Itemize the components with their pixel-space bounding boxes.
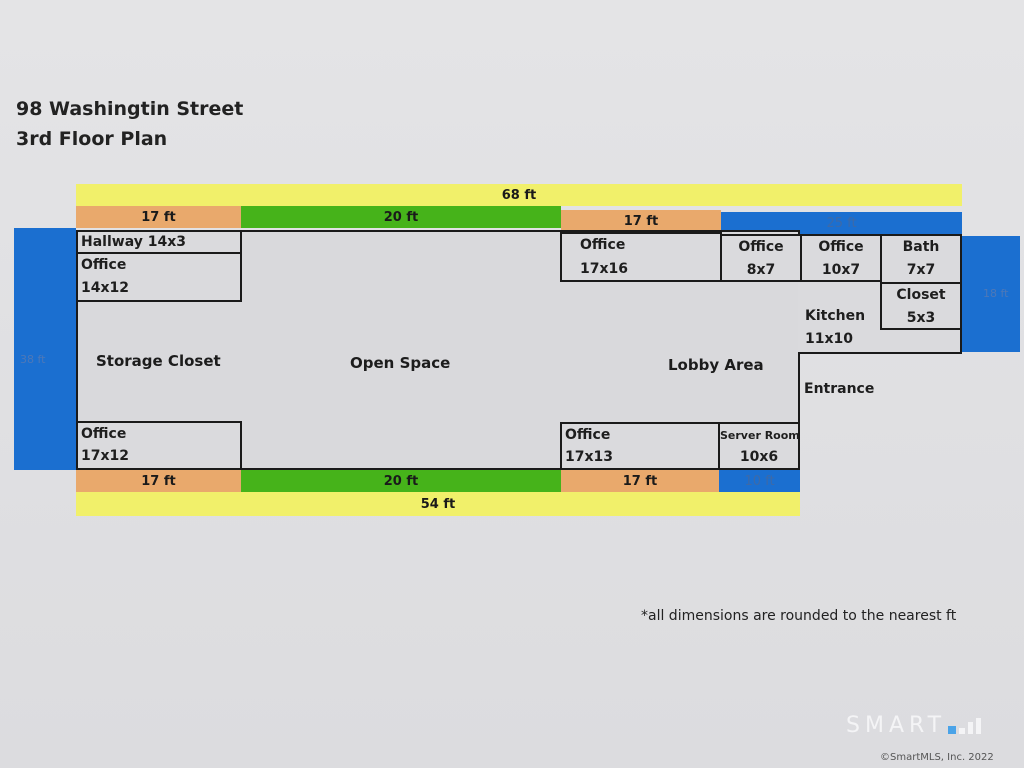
room-closet-name: Closet: [896, 287, 946, 303]
room-server-size: 10x6: [739, 449, 779, 465]
dimension-top-center: 20 ft: [241, 206, 561, 228]
room-office-8x7-size: 8x7: [746, 262, 776, 278]
room-office-bottom-left: Office 17x12: [76, 421, 242, 470]
room-storage-closet: Storage Closet: [96, 352, 221, 370]
room-office-bottom-mid: Office 17x13: [560, 422, 722, 470]
dimension-left-side: 38 ft: [20, 353, 46, 366]
plan-address: 98 Washingtin Street: [16, 98, 244, 120]
room-hallway: Hallway 14x3: [76, 230, 242, 254]
room-office-10x7-size: 10x7: [821, 262, 861, 278]
footnote: *all dimensions are rounded to the neare…: [641, 608, 957, 624]
room-office-top-left: Office 14x12: [76, 252, 242, 302]
dimension-right-side-band: [960, 236, 1020, 352]
room-closet-size: 5x3: [906, 310, 936, 326]
room-lobby-area: Lobby Area: [668, 356, 764, 374]
bar-chart-icon: [948, 717, 982, 734]
dimension-right-side: 18 ft: [983, 287, 1009, 300]
room-bath-name: Bath: [902, 239, 940, 255]
dimension-top-right: 25 ft: [721, 212, 962, 234]
room-office-top-left-size: 14x12: [81, 280, 129, 296]
dimension-bottom-left: 17 ft: [76, 470, 241, 492]
dimension-top-mid-right: 17 ft: [561, 210, 721, 232]
room-kitchen-size: 11x10: [805, 331, 853, 347]
dimension-bottom-total: 54 ft: [76, 492, 800, 516]
room-office-top-mid-name: Office: [580, 237, 626, 253]
room-closet: Closet 5x3: [880, 282, 962, 330]
room-open-space: Open Space: [350, 354, 451, 372]
room-office-8x7-name: Office: [738, 239, 784, 255]
room-office-bottom-left-size: 17x12: [81, 448, 129, 464]
room-office-top-mid: Office 17x16: [560, 232, 722, 282]
room-office-bottom-left-name: Office: [81, 426, 127, 442]
smart-logo-text: SMART: [846, 713, 947, 738]
room-entrance: Entrance: [804, 381, 875, 397]
room-kitchen-name: Kitchen: [805, 308, 866, 324]
room-server: Server Room 10x6: [718, 422, 800, 470]
room-office-top-mid-size: 17x16: [580, 261, 628, 277]
dimension-top-left: 17 ft: [76, 206, 241, 228]
plan-subtitle: 3rd Floor Plan: [16, 128, 168, 150]
room-bath-size: 7x7: [906, 262, 936, 278]
room-office-bottom-mid-size: 17x13: [565, 449, 613, 465]
room-office-10x7: Office 10x7: [800, 234, 882, 282]
dimension-top-total: 68 ft: [76, 184, 962, 206]
dimension-left-side-band: [14, 228, 76, 470]
room-office-top-left-name: Office: [81, 257, 127, 273]
dimension-bottom-right: 10 ft: [719, 470, 800, 492]
room-office-bottom-mid-name: Office: [565, 427, 611, 443]
room-office-10x7-name: Office: [818, 239, 864, 255]
smart-logo: SMART: [846, 713, 982, 738]
room-hallway-label: Hallway 14x3: [81, 234, 186, 250]
room-bath: Bath 7x7: [880, 234, 962, 284]
dimension-bottom-center: 20 ft: [241, 470, 561, 492]
copyright: ©SmartMLS, Inc. 2022: [880, 752, 994, 763]
room-office-8x7: Office 8x7: [720, 234, 802, 282]
dimension-bottom-mid-right: 17 ft: [561, 470, 719, 492]
room-server-name: Server Room: [720, 429, 800, 442]
